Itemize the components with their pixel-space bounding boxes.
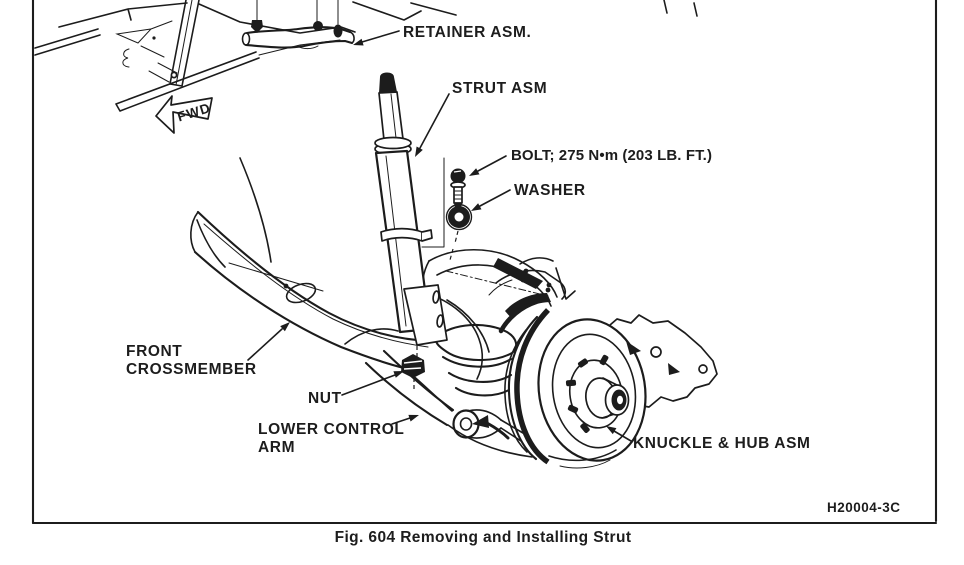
strut-assembly [374,72,448,392]
retainer-stud-2 [313,21,323,31]
label-nut: NUT [308,390,342,407]
callout-labels: RETAINER ASM. STRUT ASM BOLT; 275 N•m (2… [126,24,811,456]
leader-nut [341,374,396,396]
leader-strut [419,93,450,149]
figure-caption: Fig. 604 Removing and Installing Strut [335,529,632,546]
brake-rotor-hub [504,308,647,469]
retainer-assembly [241,0,355,50]
leader-retainer [361,30,400,43]
leader-washer [479,189,511,207]
pointer-arrow-bushing [472,415,489,428]
strut-rod-cap [379,72,397,93]
leader-bolt [477,155,507,172]
strut-washer [445,203,473,261]
label-lower-control: LOWER CONTROL [258,421,404,438]
retainer-stud-1 [251,20,263,33]
label-retainer-asm: RETAINER ASM. [403,24,531,41]
strut-rod [378,91,404,141]
figure-frame [31,0,938,525]
label-crossmember: CROSSMEMBER [126,361,257,378]
rotor-rim-band [514,308,550,465]
cutoff-ticks [663,0,698,17]
label-front: FRONT [126,343,182,360]
leader-crossmember [247,328,283,361]
leader-knuckle [613,430,632,442]
label-washer: WASHER [514,182,586,199]
callout-leaders [247,30,632,442]
leader-lower-control-arm [391,417,411,425]
wheel-studs [565,354,609,433]
label-arm: ARM [258,439,295,456]
strut-collar [374,136,412,150]
fwd-arrow: FWD [155,95,213,134]
caliper-bracket [488,269,708,375]
strut-nut [401,354,425,378]
coil-spring [434,323,518,397]
label-knuckle-hub: KNUCKLE & HUB ASM [633,435,811,452]
label-strut-asm: STRUT ASM [452,80,547,97]
retainer-stud-3 [333,24,343,38]
lower-control-arm [364,349,533,458]
drawing-number: H20004-3C [827,500,901,515]
label-bolt-torque: BOLT; 275 N•m (203 LB. FT.) [511,147,712,164]
